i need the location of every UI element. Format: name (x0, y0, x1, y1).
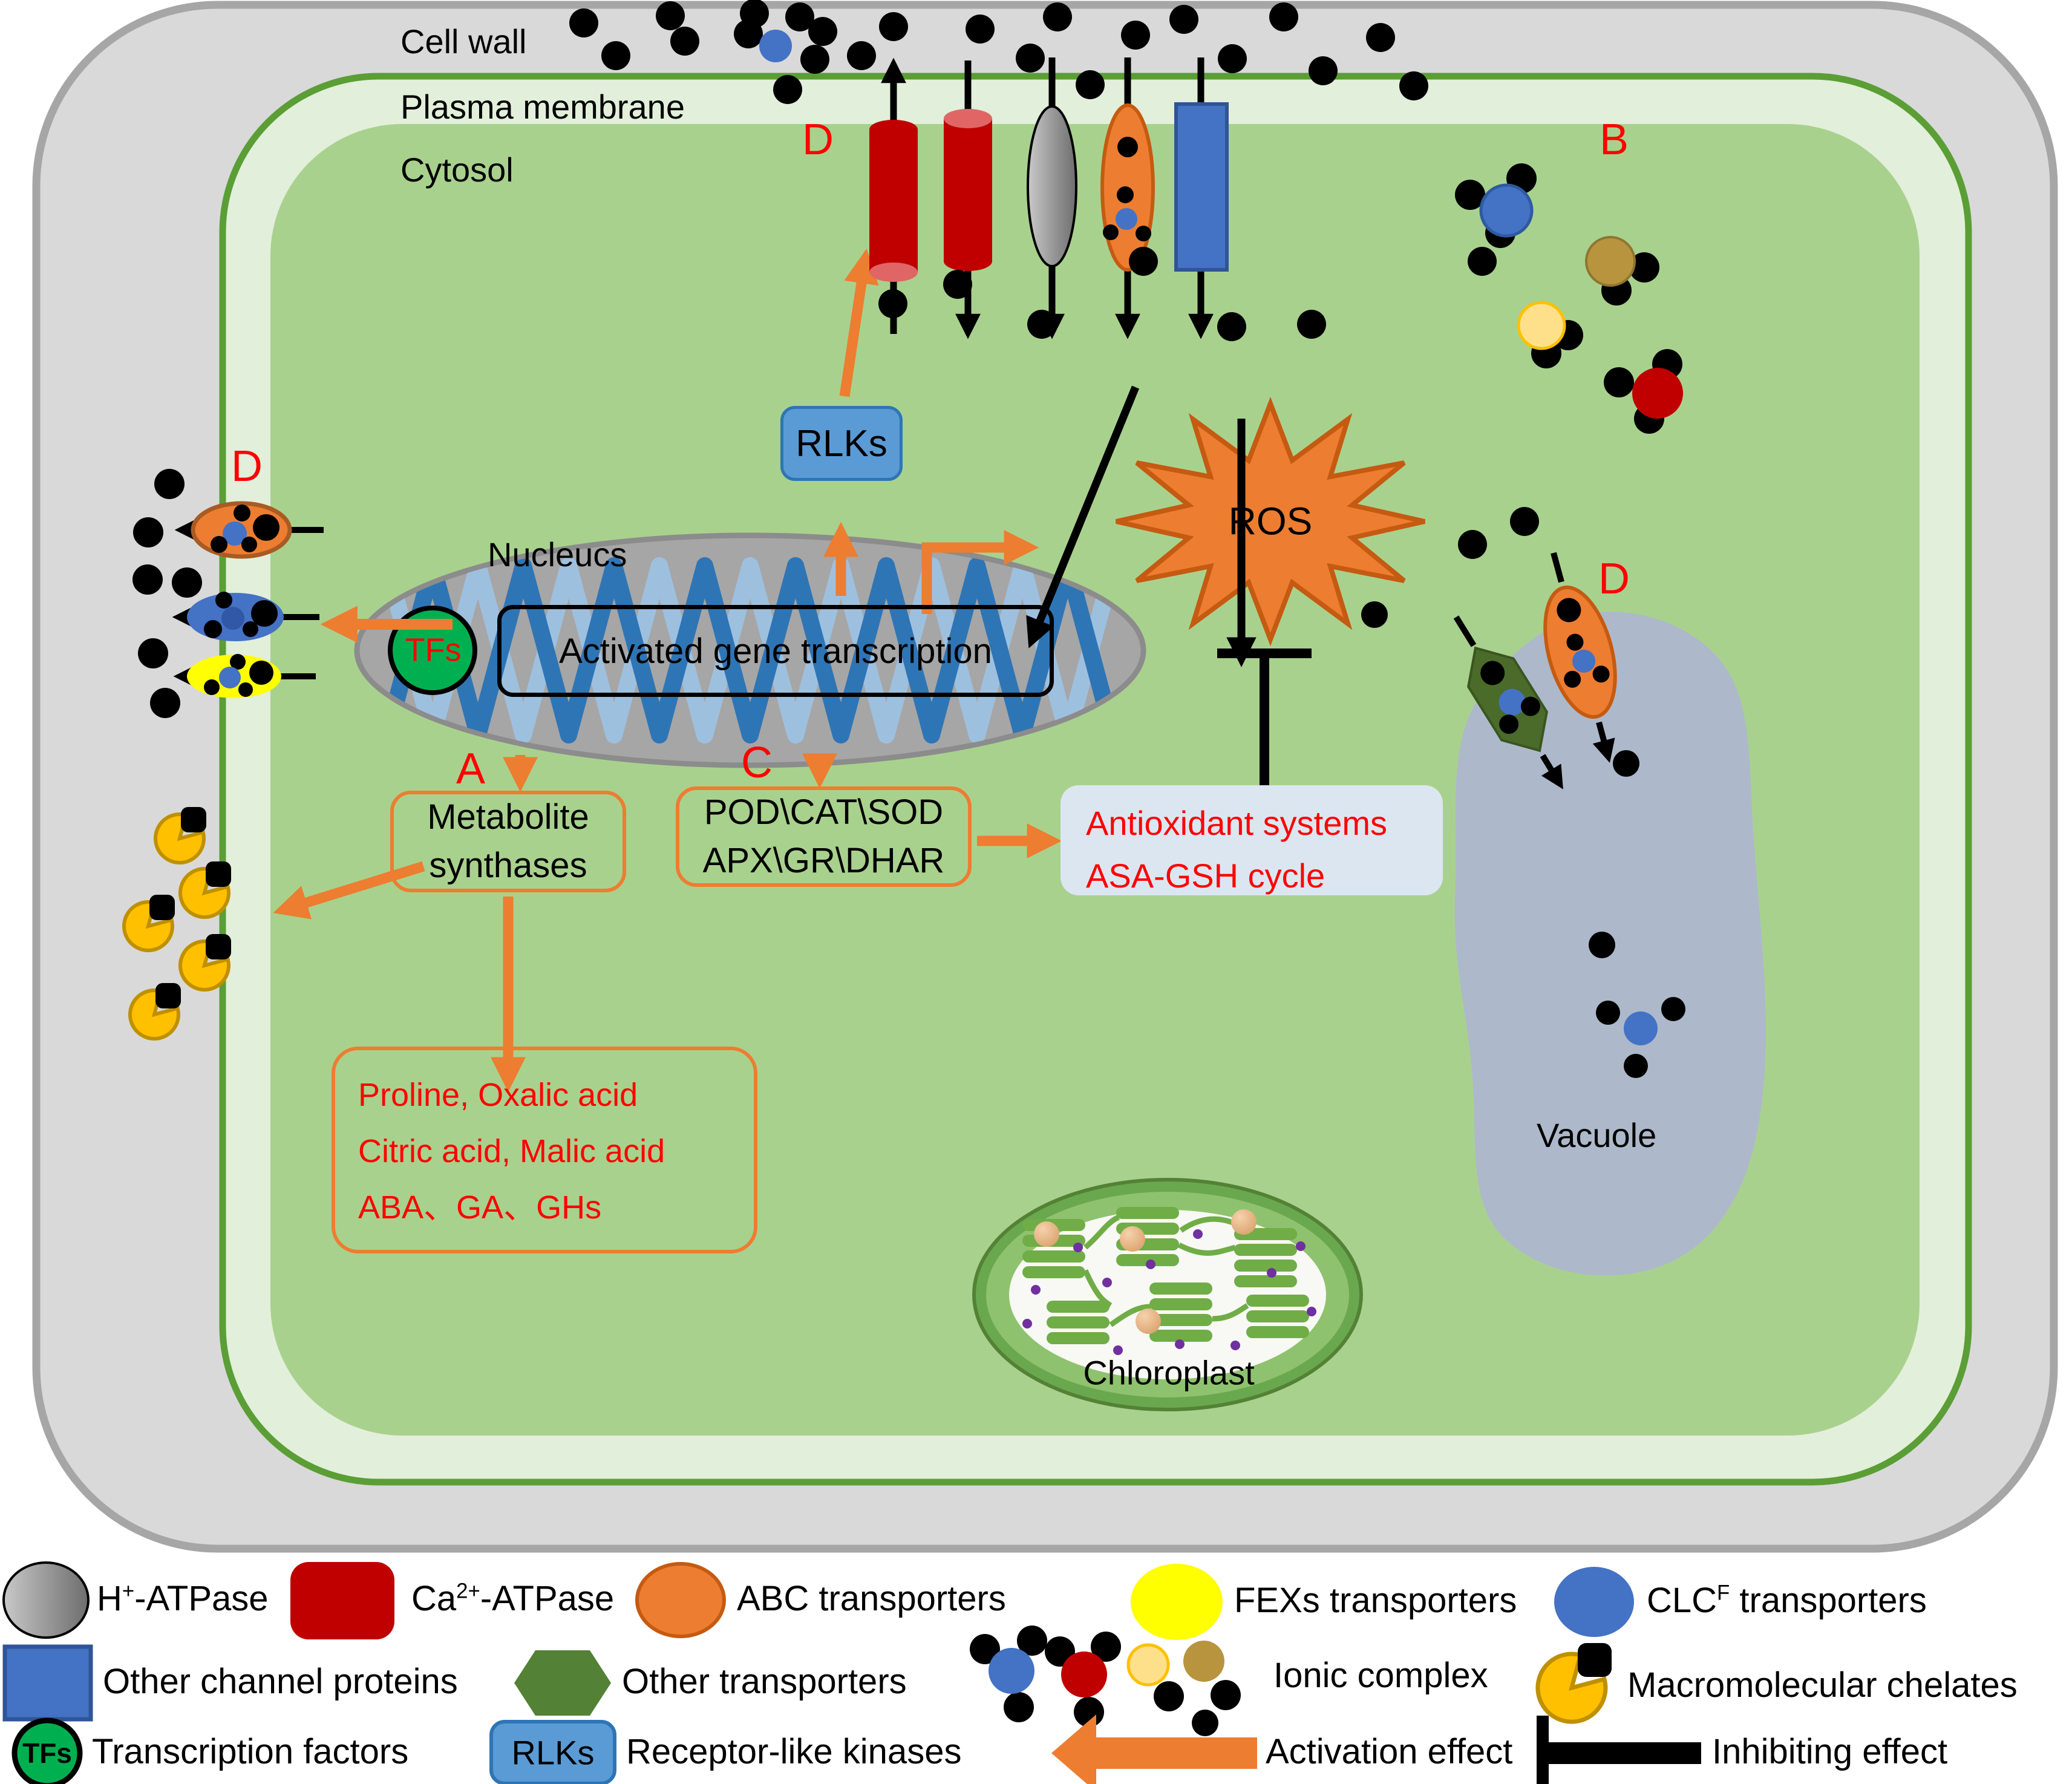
other-transporter-icon (514, 1650, 611, 1716)
legend-tfs: Transcription factors (92, 1732, 409, 1771)
legend-clc: CLCF transporters (1647, 1581, 1927, 1620)
vacuole (1454, 612, 1766, 1276)
legend-other-channel: Other channel proteins (103, 1662, 458, 1701)
ionic-complexes (1455, 163, 1683, 434)
inhibit-bar-ros (1217, 649, 1312, 785)
ionic-complex-icon (970, 1626, 1241, 1736)
legend-other-transporters: Other transporters (622, 1662, 907, 1701)
left-membrane-transporters (132, 469, 324, 718)
legend-h-atpase: H+-ATPase (97, 1579, 269, 1618)
rlks-icon (489, 1720, 616, 1784)
inhibit-bar-icon (1537, 1716, 1701, 1784)
metabolites-box: Proline, Oxalic acid Citric acid, Malic … (332, 1047, 757, 1253)
activation-arrows (273, 248, 1062, 1093)
legend-fex: FEXs transporters (1234, 1581, 1517, 1620)
cell-wall-label: Cell wall (400, 22, 527, 60)
fex-transporter-icon (187, 654, 281, 698)
vacuole-transporters (1453, 552, 1617, 789)
other-transporter-icon (1467, 646, 1548, 753)
h-atpase-icon (1027, 105, 1077, 267)
abc-transporter-icon (191, 501, 292, 559)
antioxidant-line-1: Antioxidant systems (1086, 804, 1387, 842)
gene-transcription-box: Activated gene transcription (497, 605, 1054, 697)
legend-ca-atpase: Ca2+-ATPase (411, 1579, 615, 1618)
legend-inhibiting: Inhibiting effect (1712, 1732, 1948, 1771)
legend-rlks: Receptor-like kinases (626, 1732, 962, 1771)
legend-tfs-icon-text: TFs (22, 1737, 72, 1769)
metabolites-line-1: Proline, Oxalic acid (358, 1077, 638, 1113)
dna-helix (379, 557, 1122, 743)
plastoglobules (1034, 1209, 1257, 1334)
signal-arrows (1026, 385, 1257, 667)
chelate-icon (1535, 1643, 1612, 1724)
abc-transporter-icon (635, 1562, 726, 1638)
rlks-node: RLKs (780, 406, 903, 481)
marker-a: A (456, 745, 486, 794)
antioxidant-box: Antioxidant systems ASA-GSH cycle (1061, 785, 1443, 895)
chloroplast (972, 1178, 1363, 1411)
plasma-membrane-label: Plasma membrane (400, 88, 685, 126)
wall-ion-dots (132, 469, 202, 718)
tfs-label: TFs (405, 632, 462, 668)
enzymes-line-1: POD\CAT\SOD (704, 792, 944, 832)
vacuole-label: Vacuole (1537, 1116, 1657, 1154)
fex-transporter-icon (1131, 1564, 1223, 1640)
stroma-dots (1022, 1229, 1316, 1355)
activation-arrow-icon (1051, 1714, 1257, 1784)
legend-activation: Activation effect (1266, 1732, 1513, 1771)
ca-atpase-icon (944, 109, 992, 271)
metabolite-synthases-box: Metabolite synthases (390, 791, 626, 892)
channel-protein-icon (1174, 102, 1229, 272)
cytosol-ion-dots (878, 247, 1539, 628)
enzymes-line-2: APX\GR\DHAR (702, 841, 945, 880)
legend-ionic-complex: Ionic complex (1273, 1656, 1488, 1695)
abc-transporter-icon (1543, 585, 1617, 719)
chloroplast-label: Chloroplast (1083, 1353, 1255, 1392)
metabolites-line-2: Citric acid, Malic acid (358, 1132, 665, 1169)
tfs-icon (11, 1717, 83, 1784)
metabolites-line-3: ABA、GA、GHs (358, 1189, 602, 1226)
clc-transporter-icon (1554, 1567, 1634, 1637)
cytosol-label: Cytosol (400, 151, 514, 189)
legend-abc: ABC transporters (737, 1579, 1006, 1618)
legend-icons (2, 1561, 1701, 1784)
legend-chelates: Macromolecular chelates (1627, 1665, 2018, 1705)
apoplast-ion-dots (569, 0, 1428, 104)
marker-b: B (1599, 116, 1629, 165)
marker-d-top: D (802, 116, 834, 165)
metabolite-line-1: Metabolite (427, 797, 589, 837)
channel-protein-icon (2, 1644, 93, 1722)
ros-burst (1116, 396, 1425, 647)
marker-d-left: D (231, 442, 263, 491)
rlks-text: RLKs (796, 422, 887, 465)
clc-transporter-icon (187, 592, 284, 641)
marker-c: C (741, 739, 773, 788)
enzymes-box: POD\CAT\SOD APX\GR\DHAR (676, 786, 972, 887)
antioxidant-line-2: ASA-GSH cycle (1086, 856, 1325, 895)
gene-transcription-text: Activated gene transcription (559, 631, 992, 671)
ca-atpase-icon (869, 120, 918, 282)
vacuole-ion-dots (1589, 750, 1685, 1078)
grana-stacks (1022, 1207, 1309, 1344)
h-atpase-icon (2, 1561, 90, 1639)
chelates-group (122, 807, 231, 1041)
metabolite-line-2: synthases (429, 846, 587, 885)
ca-atpase-icon (290, 1562, 394, 1639)
nucleus-label: Nucleucs (488, 535, 627, 573)
abc-transporter-icon (1100, 103, 1155, 272)
ros-label: ROS (1228, 499, 1313, 543)
legend-rlks-icon-text: RLKs (511, 1733, 595, 1772)
marker-d-vacuole: D (1598, 555, 1630, 604)
